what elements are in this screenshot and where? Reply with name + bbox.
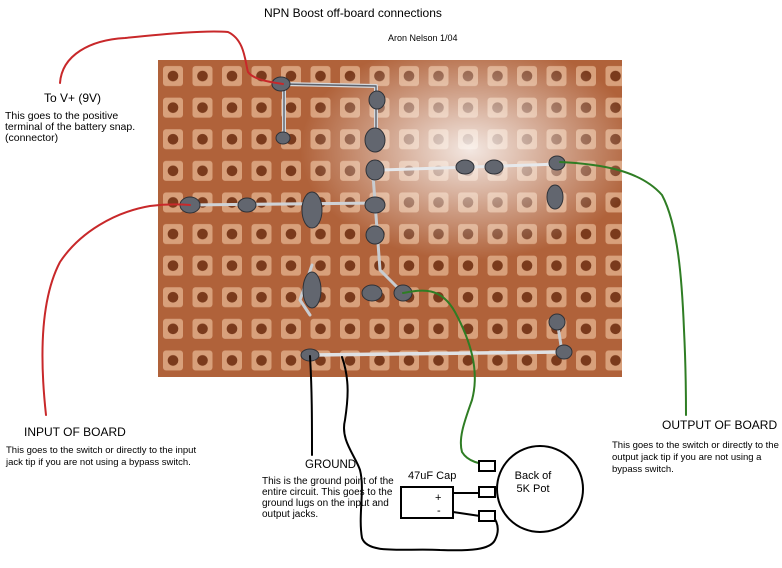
author-credit: Aron Nelson 1/04 bbox=[388, 33, 458, 43]
input-description: This goes to the switch or directly to t… bbox=[6, 445, 197, 468]
bare-wire-mid bbox=[186, 201, 382, 207]
solder-joint bbox=[484, 159, 504, 175]
output-label: OUTPUT OF BOARD bbox=[662, 418, 778, 432]
bare-jumper-top-shade bbox=[283, 83, 377, 151]
vplus-description: This goes to the positive terminal of th… bbox=[5, 110, 136, 144]
components bbox=[400, 445, 584, 533]
solder-joint bbox=[365, 159, 385, 181]
input-label: INPUT OF BOARD bbox=[24, 425, 126, 439]
pot-wiper-wire bbox=[402, 289, 493, 466]
capacitor-label: 47uF Cap bbox=[408, 470, 457, 482]
solder-joint bbox=[364, 196, 386, 214]
output-wire bbox=[559, 161, 687, 416]
ground-description: This is the ground point of the entire c… bbox=[262, 476, 394, 520]
light-glare bbox=[300, 40, 640, 260]
pot-body bbox=[496, 445, 584, 533]
ground-wire-to-pot bbox=[341, 356, 499, 552]
capacitor-lead bbox=[452, 511, 481, 517]
pot-label: Back of 5K Pot bbox=[514, 470, 552, 495]
capacitor-minus-mark: - bbox=[437, 505, 441, 517]
output-description: This goes to the switch or directly to t… bbox=[612, 440, 779, 475]
vplus-wire bbox=[59, 30, 284, 85]
vplus-label: To V+ (9V) bbox=[44, 91, 102, 105]
capacitor-body bbox=[400, 486, 454, 519]
solder-joint bbox=[301, 191, 323, 229]
solder-joint bbox=[546, 184, 564, 210]
pot-lug-2 bbox=[478, 486, 496, 498]
bare-wire-bottom bbox=[310, 350, 562, 357]
diagram-title: NPN Boost off-board connections bbox=[264, 6, 442, 20]
offboard-wires bbox=[41, 30, 687, 552]
pot-lug-1 bbox=[478, 460, 496, 472]
solder-joint bbox=[364, 127, 386, 153]
solder-joint bbox=[237, 197, 257, 213]
perfboard bbox=[158, 40, 640, 377]
pot-lug-3 bbox=[478, 510, 496, 522]
solder-joint bbox=[555, 344, 573, 360]
solder-joint bbox=[365, 225, 385, 245]
solder-joint bbox=[548, 313, 566, 331]
ground-wire bbox=[309, 355, 313, 456]
solder-joint bbox=[368, 90, 386, 110]
solder-joint bbox=[275, 131, 291, 145]
solder-joints bbox=[179, 76, 573, 362]
ground-label: GROUND bbox=[305, 459, 357, 471]
solder-joint bbox=[455, 159, 475, 175]
capacitor-plus-mark: + bbox=[435, 492, 442, 504]
input-wire bbox=[41, 203, 191, 416]
solder-joint bbox=[361, 284, 383, 302]
solder-joint bbox=[302, 271, 322, 309]
